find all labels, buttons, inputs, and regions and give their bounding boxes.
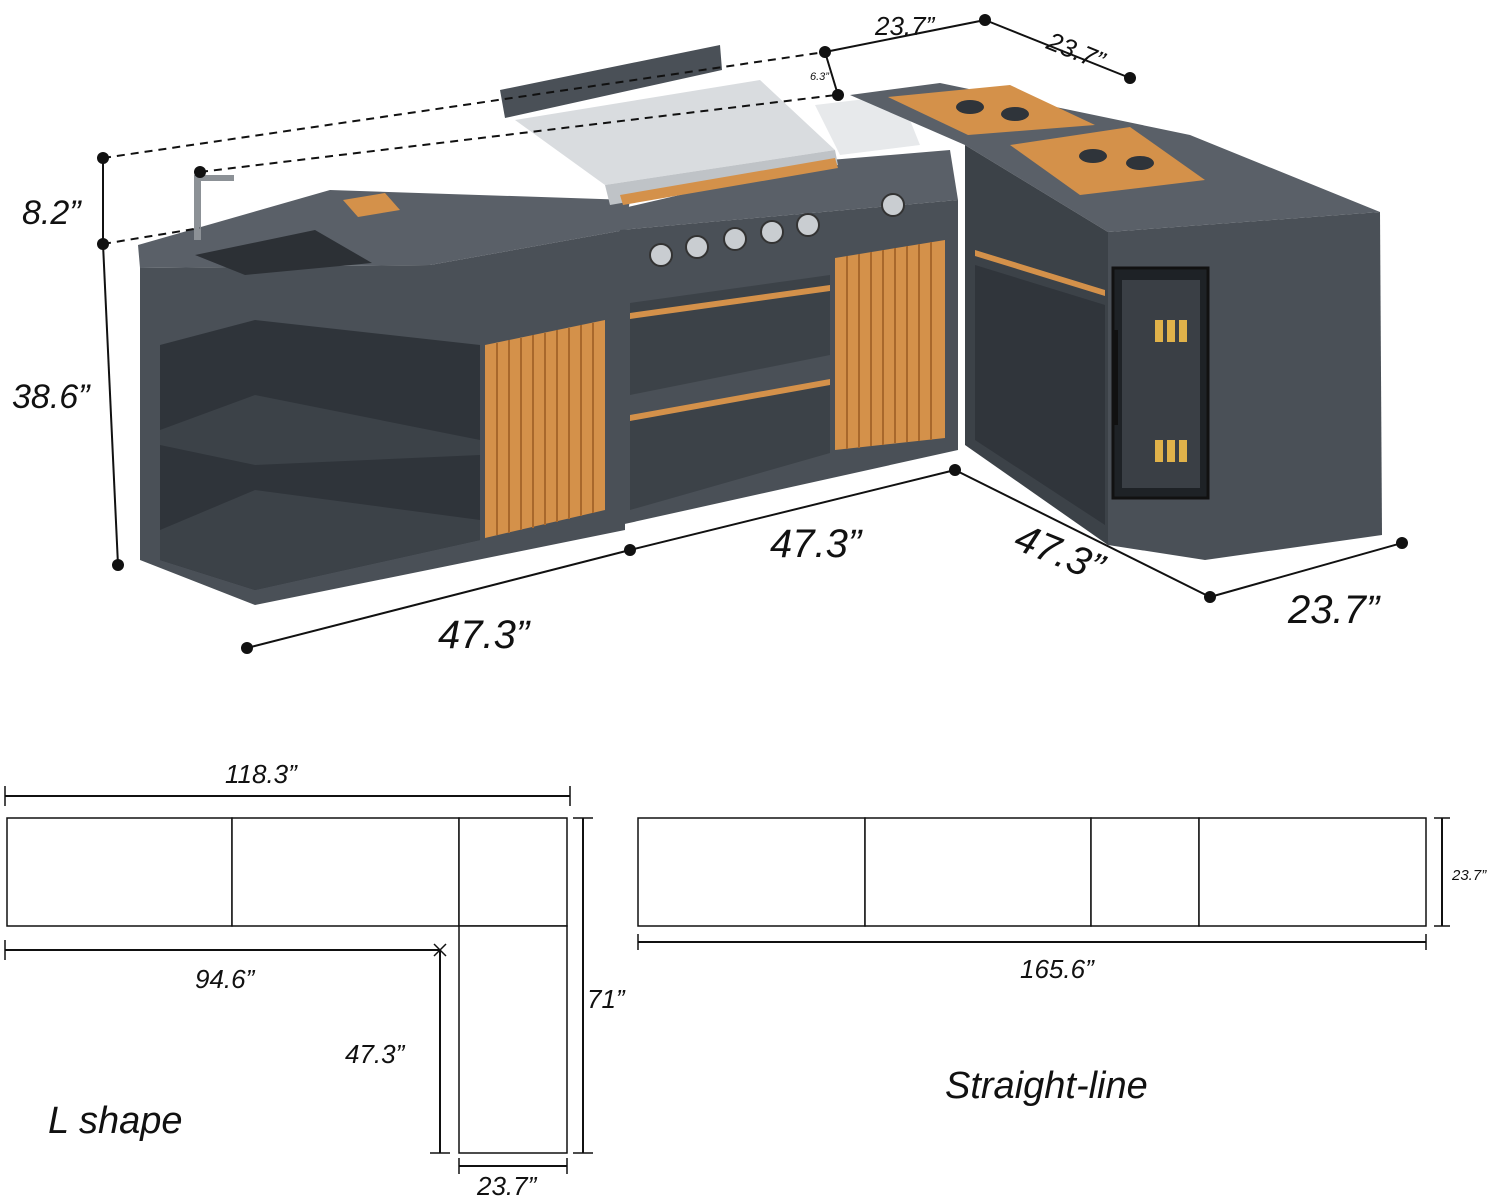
corner-cabinet-door xyxy=(975,265,1105,525)
backsplash-offset-label: 8.2” xyxy=(22,194,82,232)
front-left-width-label: 47.3” xyxy=(438,613,531,657)
l-shape-plan: 118.3” 94.6” 47.3” 71” 23.7” L shape xyxy=(4,759,626,1200)
straight-width-label: 165.6” xyxy=(1020,954,1095,984)
l-inner-width-label: 94.6” xyxy=(195,964,256,994)
left-slat-lines xyxy=(496,323,594,535)
right-wood-slat-door xyxy=(835,240,945,450)
straight-module-1 xyxy=(637,817,866,927)
grill-handle xyxy=(620,158,838,205)
l-overall-depth-label: 71” xyxy=(587,984,626,1014)
backsplash-height-label: 6.3” xyxy=(810,71,830,83)
l-overall-width-label: 118.3” xyxy=(225,759,298,789)
l-module-1 xyxy=(6,817,233,927)
fridge-handle xyxy=(1112,330,1118,425)
outdoor-kitchen-illustration xyxy=(138,45,1382,605)
grill-hood xyxy=(515,80,835,185)
straight-module-2 xyxy=(864,817,1092,927)
lower-shelf xyxy=(160,490,480,590)
fridge-bottles xyxy=(1155,320,1187,462)
grill-cabinet-top xyxy=(615,150,958,230)
l-module-4 xyxy=(458,925,568,1154)
right-slat-lines xyxy=(846,242,932,449)
faucet xyxy=(194,175,201,240)
dimension-endpoints xyxy=(97,14,1408,654)
grill-drawer-bottom xyxy=(630,383,830,510)
straight-line-plan: 23.7” 165.6” Straight-line xyxy=(637,817,1487,1107)
product-dimension-labels: 23.7” 23.7” 6.3” 8.2” 38.6” 47.3” 47.3” … xyxy=(12,11,1381,657)
straight-line-title: Straight-line xyxy=(945,1065,1148,1107)
drawer-handle-bottom xyxy=(630,379,830,421)
upper-shelf xyxy=(160,395,480,465)
wood-cutout-board-1 xyxy=(888,85,1095,135)
wood-cutout-board-2 xyxy=(1010,127,1205,195)
l-module-3 xyxy=(458,817,568,927)
corner-door-handle xyxy=(975,250,1105,296)
faucet-spout xyxy=(194,175,234,181)
l-leg-width-label: 23.7” xyxy=(476,1171,538,1200)
l-leg-length-label: 47.3” xyxy=(345,1039,406,1069)
l-shape-title: L shape xyxy=(48,1100,183,1142)
cutout-holes xyxy=(956,100,1154,170)
backsplash xyxy=(500,45,722,118)
front-center-width-label: 47.3” xyxy=(770,522,863,566)
straight-module-4 xyxy=(1198,817,1427,927)
drawer-handle-top xyxy=(630,285,830,319)
straight-depth-label: 23.7” xyxy=(1451,867,1487,884)
top-depth-right-label: 23.7” xyxy=(1042,25,1110,76)
counter-height-label: 38.6” xyxy=(12,378,91,416)
grill-drawer-top xyxy=(630,275,830,395)
l-module-2 xyxy=(231,817,460,927)
dimension-lines xyxy=(97,14,1408,654)
control-knobs xyxy=(649,193,905,267)
sink-basin xyxy=(195,230,372,275)
top-depth-left-label: 23.7” xyxy=(874,11,936,41)
straight-module-3 xyxy=(1090,817,1200,927)
cutting-board xyxy=(343,193,400,217)
end-depth-label: 23.7” xyxy=(1287,588,1381,632)
